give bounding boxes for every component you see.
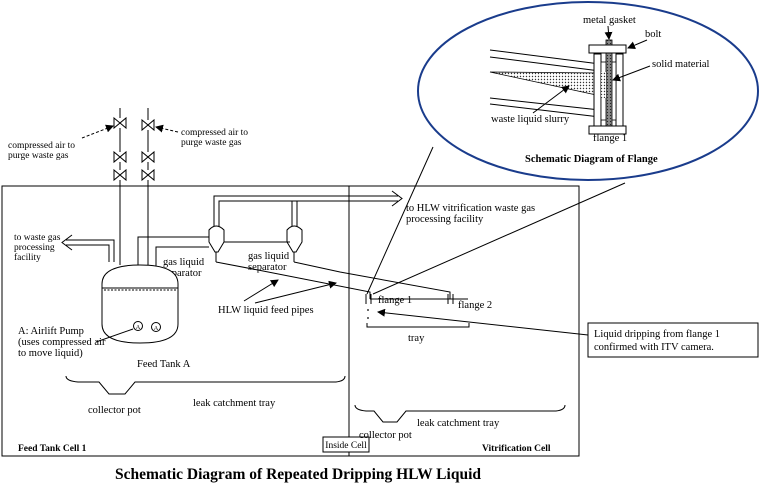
hlw-vit-label-2: processing facility xyxy=(406,214,484,225)
bolt-arrow xyxy=(627,39,648,49)
airlift-pump-a-1 xyxy=(133,321,143,331)
waste-gas-label-3: facility xyxy=(14,252,41,263)
hlw-vit-label-1: to HLW vitrification waste gas xyxy=(406,203,535,214)
callout-arrow xyxy=(377,308,589,336)
inset-solid-material: solid material xyxy=(652,59,710,70)
slurry-arrow xyxy=(532,85,570,114)
gas-liquid-separator-2 xyxy=(286,225,303,262)
page-title: Schematic Diagram of Repeated Dripping H… xyxy=(115,466,481,483)
drip-drop-2 xyxy=(367,317,369,319)
drip-drop-1 xyxy=(367,309,369,311)
gas-liquid-separator-1 xyxy=(208,225,225,262)
gls1-label-1: gas liquid xyxy=(163,257,205,268)
feed-pipes-arrow-2 xyxy=(254,280,337,304)
metal-gasket-arrow xyxy=(604,25,613,40)
inset-bolt: bolt xyxy=(645,29,661,40)
collector-pot-label-2: collector pot xyxy=(359,430,412,441)
air-left-label-2: purge waste gas xyxy=(8,151,69,161)
pump-a-label-1: A xyxy=(136,324,141,331)
pump-a-label-2: A xyxy=(154,325,159,332)
inset-flange1: flange 1 xyxy=(593,133,627,144)
inside-cell-box xyxy=(322,436,370,453)
airlift-label-3: to move liquid) xyxy=(18,348,83,359)
air-left-label-1: compressed air to xyxy=(8,141,75,151)
inset-connector-1 xyxy=(366,146,434,295)
inset-connector-2 xyxy=(372,182,626,295)
feed-tank-label: Feed Tank A xyxy=(137,359,191,370)
airlift-leader-line xyxy=(95,328,134,343)
inset-metal-gasket: metal gasket xyxy=(583,15,636,26)
waste-gas-pipe xyxy=(61,234,115,262)
waste-gas-label-2: processing xyxy=(14,243,55,253)
gls1-label-2: separator xyxy=(163,268,202,279)
flange1-label: flange 1 xyxy=(378,295,412,306)
inside-cell-label: Inside Cell xyxy=(325,441,367,451)
callout-box xyxy=(587,322,759,358)
air-line-right xyxy=(141,108,179,262)
airlift-pump-a-2 xyxy=(151,322,161,332)
air-right-label-1: compressed air to xyxy=(181,128,248,138)
air-right-label-2: purge waste gas xyxy=(181,138,242,148)
airlift-label-1: A: Airlift Pump xyxy=(18,326,84,337)
vitrification-offgas-pipe xyxy=(213,190,403,228)
inset-slurry: waste liquid slurry xyxy=(491,114,570,125)
leak-tray-1 xyxy=(65,375,346,395)
leak-tray-2 xyxy=(354,404,566,423)
waste-gas-label-1: to waste gas xyxy=(14,233,61,243)
feed-tank-cell-label: Feed Tank Cell 1 xyxy=(18,444,87,454)
feed-pipes-arrow-1 xyxy=(243,279,279,302)
hlw-feed-pipes xyxy=(215,261,468,304)
flange-detail-drawing xyxy=(489,39,627,135)
vitrification-cell-label: Vitrification Cell xyxy=(482,444,551,454)
tray-label: tray xyxy=(408,333,425,344)
collector-pot-label-1: collector pot xyxy=(88,405,141,416)
gls2-label-2: separator xyxy=(248,262,287,273)
tray-shape xyxy=(366,323,470,328)
solid-material-arrow xyxy=(612,65,651,82)
callout-text-1: Liquid dripping from flange 1 xyxy=(594,329,720,340)
inset-title: Schematic Diagram of Flange xyxy=(525,154,658,165)
airlift-label-2: (uses compressed air xyxy=(18,337,106,348)
flange2-label: flange 2 xyxy=(458,300,492,311)
feed-pipes-label: HLW liquid feed pipes xyxy=(218,305,314,316)
callout-text-2: confirmed with ITV camera. xyxy=(594,342,714,353)
leak-tray-label-2: leak catchment tray xyxy=(417,418,500,429)
vitrification-cell-box xyxy=(348,185,580,457)
leak-tray-label-1: leak catchment tray xyxy=(193,398,276,409)
air-line-left xyxy=(81,108,127,262)
gls2-label-1: gas liquid xyxy=(248,251,290,262)
